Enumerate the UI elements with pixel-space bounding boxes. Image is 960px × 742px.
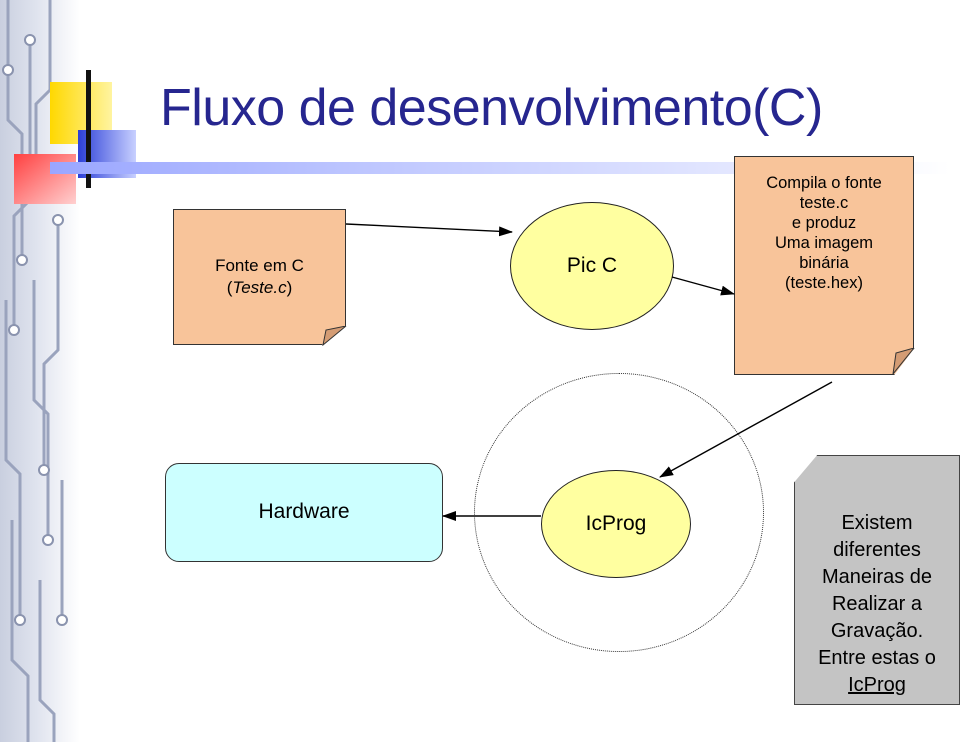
info-note-line: Entre estas o	[818, 647, 936, 669]
icprog-label: IcProg	[585, 512, 647, 535]
compile-note-line: Uma imagem	[774, 234, 874, 252]
source-note-line1: Fonte em C	[215, 256, 304, 275]
icprog-node: IcProg	[541, 470, 691, 578]
compile-note-fold-corner	[892, 348, 915, 375]
info-note-line: diferentes	[833, 539, 921, 561]
arrow-note-to-icprog	[659, 381, 833, 478]
compile-note-line: binária	[799, 254, 849, 272]
source-note-fold-corner	[322, 326, 347, 346]
hardware-label: Hardware	[258, 500, 350, 523]
hardware-box: Hardware	[165, 463, 443, 562]
source-note-open-paren: (	[226, 278, 233, 297]
programming-process-circle	[474, 373, 764, 652]
source-note-close-paren: )	[286, 278, 293, 297]
page-title: Fluxo de desenvolvimento(C)	[160, 79, 823, 137]
programming-methods-note: Existem diferentes Maneiras de Realizar …	[794, 455, 960, 705]
info-note-line: Gravação.	[830, 620, 924, 642]
compile-note-line: e produz	[791, 214, 857, 232]
compile-note-line: (teste.hex)	[785, 274, 863, 292]
info-note-line: Maneiras de	[821, 566, 933, 588]
pic-c-compiler-node: Pic C	[510, 202, 674, 330]
compile-note-line: teste.c	[799, 194, 849, 212]
arrow-compiler-to-note	[671, 276, 735, 296]
title-underline	[50, 162, 950, 174]
pic-c-label: Pic C	[566, 254, 618, 277]
arrow-source-to-compiler	[345, 223, 513, 237]
info-note-line: Realizar a	[831, 593, 923, 615]
info-note-icprog-link: IcProg	[848, 674, 906, 696]
info-note-line: Existem	[841, 512, 913, 534]
compile-description-note: Compila o fonte teste.c e produz Uma ima…	[734, 156, 914, 375]
compile-note-line: Compila o fonte	[766, 174, 882, 192]
source-file-note: Fonte em C (Teste.c)	[173, 209, 346, 345]
source-note-filename: Teste.c	[232, 278, 287, 297]
